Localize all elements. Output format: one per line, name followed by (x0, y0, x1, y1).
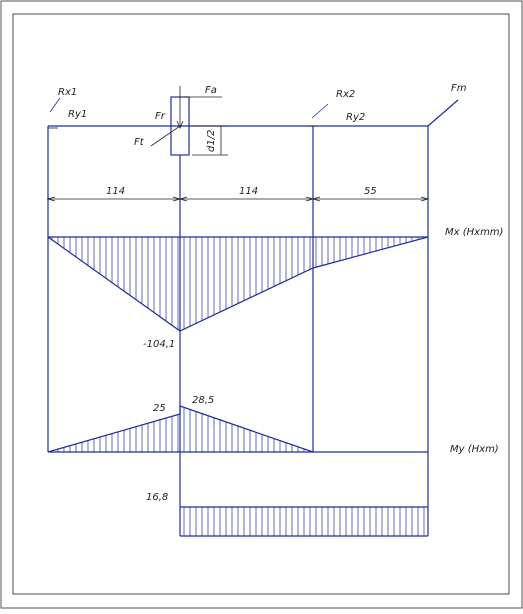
ft-arrow (150, 125, 181, 147)
rx2-label: Rx2 (336, 89, 355, 100)
mx-label: Mx (Hxmm) (445, 227, 503, 238)
my-value-left: 25 (153, 403, 166, 414)
fr-arrow-head (176, 120, 184, 130)
dim-arrow (46, 196, 56, 202)
load-scheme: Rx1 Ry1 Fr Ft Fa d1/2 Rx2 Ry2 Fm (48, 83, 467, 156)
fm-label: Fm (451, 83, 467, 94)
ft-label: Ft (134, 137, 145, 148)
mx-diagram: Mx (Hxmm) -104,1 (47, 227, 503, 350)
my-hatching (51, 407, 311, 452)
mx-outline (47, 236, 429, 332)
dim-arrow (311, 196, 321, 202)
fm-arrow (427, 99, 459, 127)
d12-label: d1/2 (206, 130, 217, 152)
dimension-chain: 114 114 55 (46, 186, 430, 202)
reference-lines (47, 126, 429, 536)
my-diagram: My (Hxm) 25 28,5 (47, 395, 499, 455)
my-value-right: 28,5 (192, 395, 214, 406)
mx-hatching (51, 237, 425, 330)
rx1-label: Rx1 (58, 87, 77, 98)
drawing-frame (12, 13, 510, 595)
my-label: My (Hxm) (450, 444, 499, 455)
rx1-arrow (49, 97, 61, 113)
dim-arrow (178, 196, 188, 202)
fa-label: Fa (205, 85, 217, 96)
dim-label-1: 114 (106, 186, 125, 197)
dim-label-2: 114 (239, 186, 258, 197)
torque-hatching (183, 507, 425, 536)
torque-value: 16,8 (146, 492, 168, 503)
ry1-label: Ry1 (68, 109, 87, 120)
rx2-arrow (311, 103, 329, 119)
dim-arrow (420, 196, 430, 202)
dim-label-3: 55 (364, 186, 377, 197)
torque-diagram: 16,8 (146, 492, 428, 537)
fr-label: Fr (155, 111, 166, 122)
ry2-label: Ry2 (346, 112, 365, 123)
mx-value: -104,1 (143, 339, 175, 350)
my-outline (47, 405, 314, 453)
